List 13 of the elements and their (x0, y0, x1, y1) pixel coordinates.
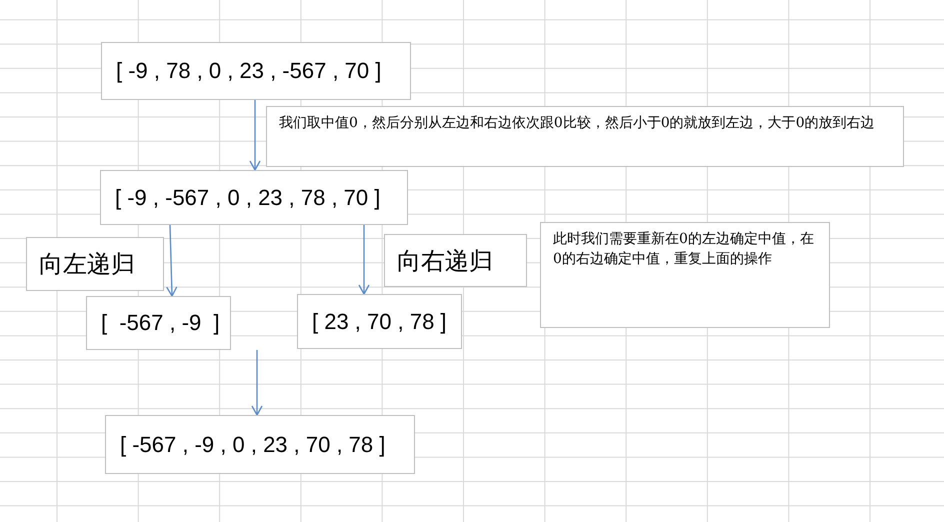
label-box: 向左递归 (26, 237, 164, 291)
array-box: [ -9 , -567 , 0 , 23 , 78 , 70 ] (100, 170, 408, 225)
arrow (251, 350, 263, 416)
label-box: 向右递归 (384, 234, 527, 287)
array-box: [ -9 , 78 , 0 , 23 , -567 , 70 ] (101, 42, 411, 100)
note-box: 此时我们需要重新在0的左边确定中值，在0的右边确定中值，重复上面的操作 (540, 222, 830, 328)
arrow (166, 224, 178, 297)
arrow (249, 100, 261, 171)
arrow (358, 225, 370, 295)
array-box: [ -567 , -9 , 0 , 23 , 70 , 78 ] (105, 415, 415, 474)
array-box: [ -567 , -9 ] (86, 296, 231, 350)
array-box: [ 23 , 70 , 78 ] (297, 294, 462, 349)
note-box: 我们取中值0，然后分别从左边和右边依次跟0比较，然后小于0的就放到左边，大于0的放到右边 (266, 106, 904, 167)
